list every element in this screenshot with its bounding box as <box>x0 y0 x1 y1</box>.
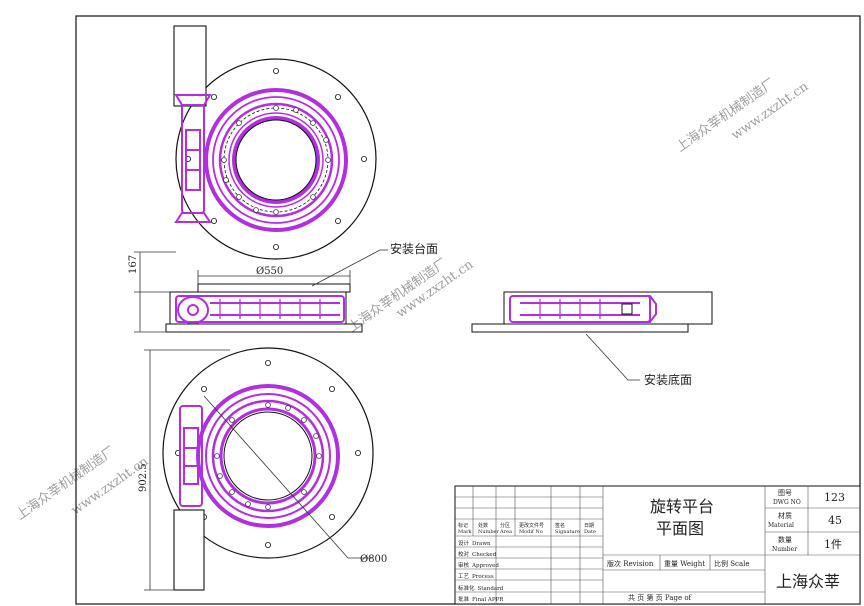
label-mount-top: 安装台面 <box>390 241 438 256</box>
rev-header-number-en: Number <box>478 529 499 535</box>
ring-bolt-holes-top <box>221 105 331 215</box>
material-value: 45 <box>828 514 842 527</box>
quantity-value: 1件 <box>824 538 842 551</box>
dwg-no-label-en: DWG NO <box>773 499 801 506</box>
material-label-en: Material <box>768 522 794 529</box>
rev-header-signature: 签名 <box>555 522 565 529</box>
dwg-no-label: 图号 <box>778 489 792 497</box>
dwg-no-value: 123 <box>824 491 845 504</box>
dim-550: Ø550 <box>256 266 283 277</box>
drawing-title: 旋转平台 <box>650 497 714 516</box>
dim-902: 902.5 <box>138 463 149 492</box>
motor-housing-bottom <box>173 509 205 591</box>
weight-label: 重量 Weight <box>664 560 705 568</box>
side-view-left <box>134 249 388 333</box>
rev-header-mark: 标记 <box>458 522 468 529</box>
rev-header-area-en: Area <box>499 529 512 535</box>
revision-label: 版次 Revision <box>607 559 654 568</box>
dim-167: 167 <box>128 255 139 274</box>
quantity-label-en: Number <box>772 546 797 553</box>
quantity-label: 数量 <box>778 535 792 544</box>
page-label: 共 页 第 页 Page of <box>628 593 693 602</box>
company-name: 上海众莘 <box>776 572 840 591</box>
rev-header-number: 处数 <box>478 522 488 529</box>
bottom-view <box>144 347 374 591</box>
label-mount-bottom: 安装底面 <box>644 372 692 387</box>
rev-header-area: 分区 <box>500 522 510 529</box>
rev-header-date-en: Date <box>584 529 596 535</box>
rev-header-date: 日期 <box>584 523 594 529</box>
material-label: 材质 <box>778 511 792 520</box>
title-block <box>454 485 861 605</box>
side-view-right <box>471 291 713 381</box>
rev-header-signature-en: Signature <box>555 529 580 535</box>
rev-header-mark-en: Mark <box>458 529 472 535</box>
ring-bolt-holes-bottom <box>214 402 322 510</box>
drawing-subtitle: 平面图 <box>656 519 704 538</box>
motor-housing-top <box>173 25 207 107</box>
scale-label: 比例 Scale <box>714 559 750 568</box>
rev-header-modif-en: Modif No <box>519 529 543 535</box>
rev-header-modif: 更改文件号 <box>519 522 544 529</box>
dim-800: Ø800 <box>360 554 387 565</box>
top-view <box>173 25 377 260</box>
